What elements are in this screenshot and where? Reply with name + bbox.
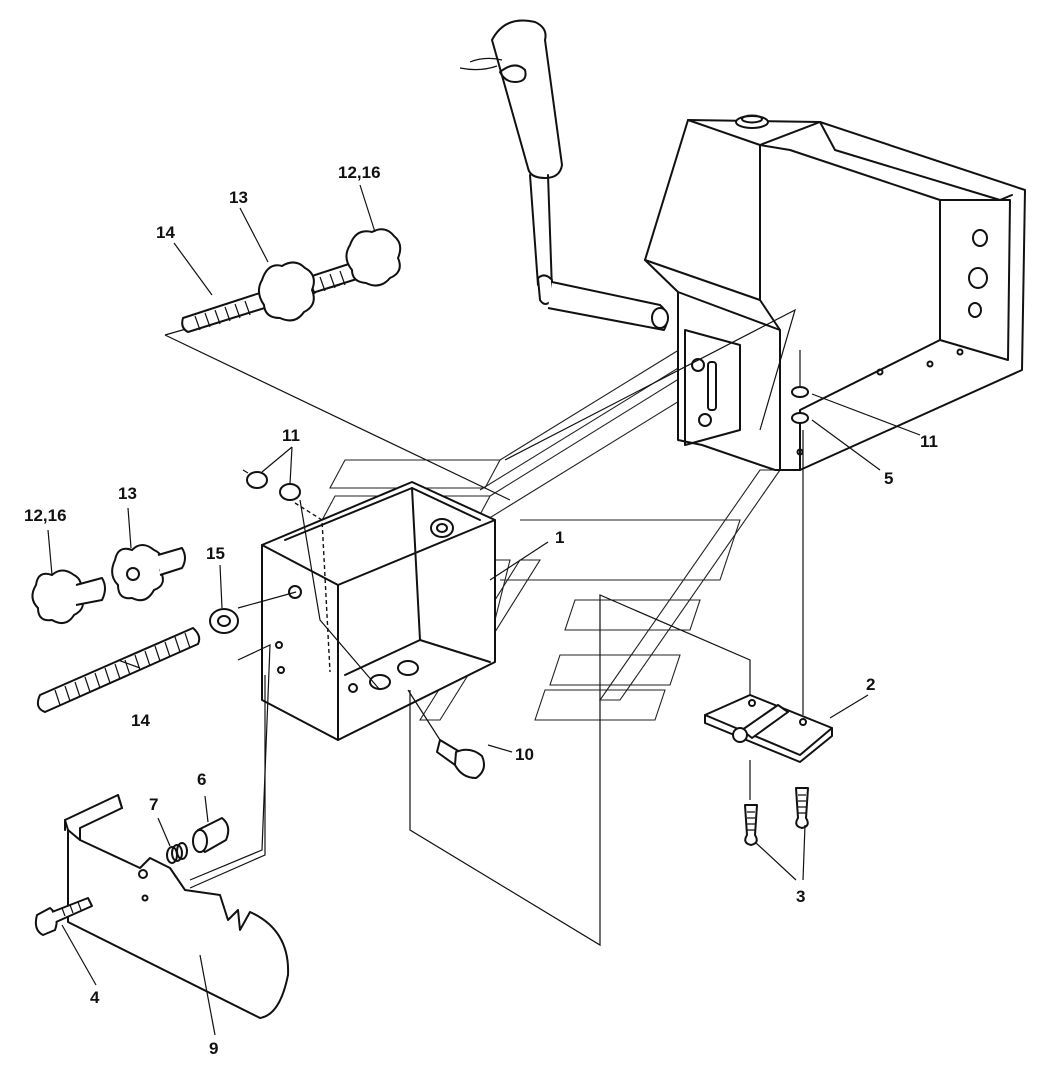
spring-part-7	[166, 842, 188, 864]
latch-plate-part-9	[64, 794, 290, 1019]
callout-7: 7	[149, 795, 158, 814]
knob-part-12-16	[31, 569, 106, 625]
screw-part-3	[744, 787, 809, 846]
bolt-part-4	[34, 897, 93, 936]
bolt-part-10	[436, 739, 485, 779]
housing-frame	[644, 114, 1026, 471]
callout-10: 10	[515, 745, 534, 764]
bracket-part-1	[261, 481, 496, 741]
threaded-rod-part-14	[36, 627, 201, 713]
knob-part-13	[111, 544, 186, 602]
callout-13-top: 13	[229, 188, 248, 207]
lever-handle	[459, 19, 669, 331]
callout-12-16-left: 12,16	[24, 506, 67, 525]
callout-14-left: 14	[131, 711, 150, 730]
threaded-rod-top	[181, 228, 402, 333]
callout-11-top: 11	[282, 426, 300, 445]
hinge-part-2	[704, 694, 833, 763]
callout-5: 5	[884, 469, 893, 488]
callout-labels: 1 2 3 4 5 6 7 9 10 11 11 12,16 12,16 13 …	[24, 163, 938, 1058]
nut-part-11	[242, 469, 454, 690]
callout-4: 4	[90, 988, 100, 1007]
callout-12-16-top: 12,16	[338, 163, 381, 182]
spacer-part-6	[192, 817, 230, 853]
callout-13-left: 13	[118, 484, 137, 503]
washer-part-15	[209, 608, 239, 634]
nut-housing	[791, 350, 809, 715]
callout-1: 1	[555, 528, 564, 547]
callout-2: 2	[866, 675, 875, 694]
callout-6: 6	[197, 770, 206, 789]
callout-3: 3	[796, 887, 805, 906]
leader-lines	[47, 184, 921, 1036]
callout-11-right: 11	[920, 432, 938, 451]
callout-14-top: 14	[156, 223, 175, 242]
callout-15: 15	[206, 544, 225, 563]
callout-9: 9	[209, 1039, 218, 1058]
